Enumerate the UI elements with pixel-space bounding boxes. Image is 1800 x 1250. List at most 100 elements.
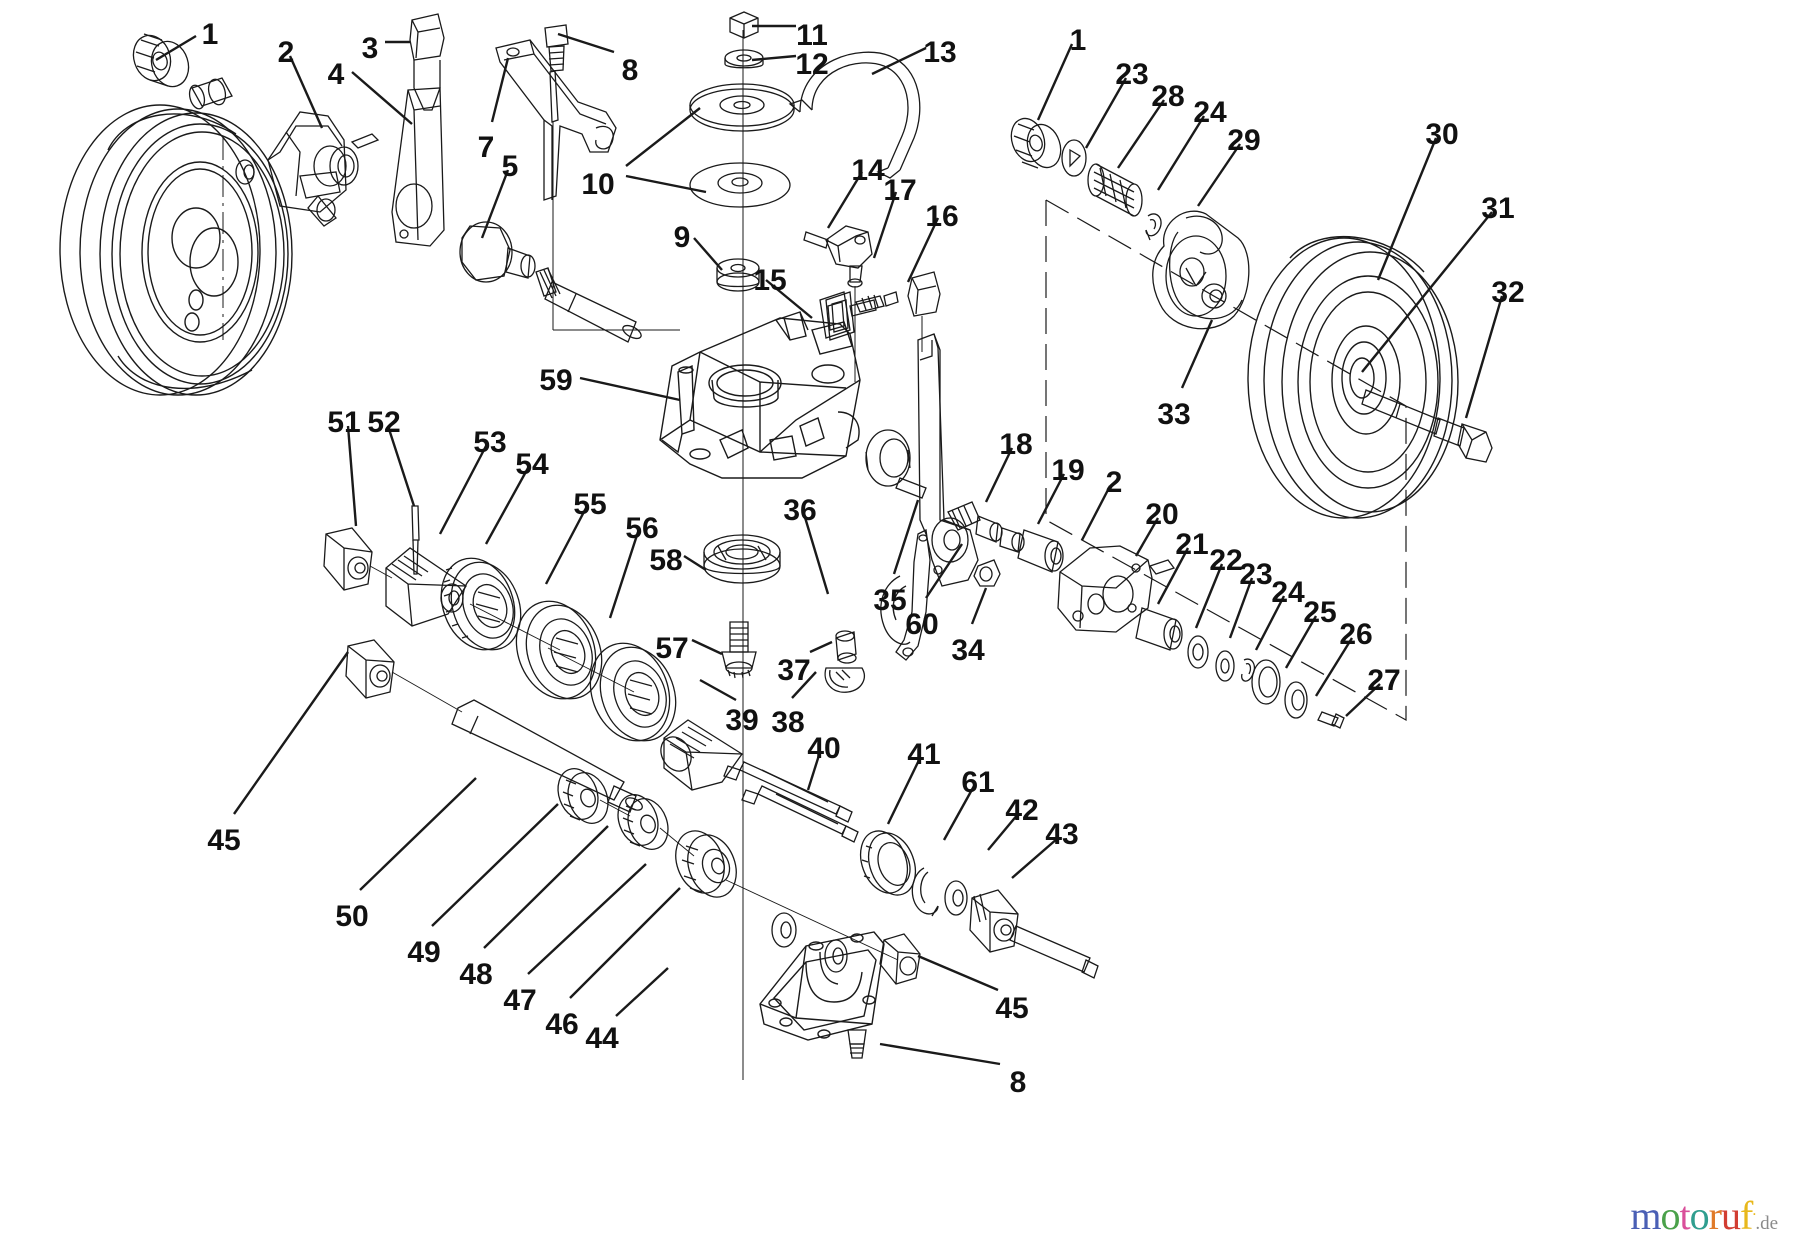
leader-line <box>1036 473 1066 525</box>
callout-30: 30 <box>1376 118 1459 281</box>
callout-number: 2 <box>278 36 295 69</box>
callout-number: 21 <box>1175 528 1208 561</box>
callout-number: 4 <box>328 58 345 91</box>
callout-number: 9 <box>674 221 691 254</box>
watermark-letter: o <box>1660 1193 1681 1238</box>
callout-number: 59 <box>539 364 572 397</box>
leader-line <box>480 169 510 239</box>
screw-8-top <box>544 24 569 123</box>
leader-line <box>699 678 737 702</box>
leader-line <box>1117 99 1165 169</box>
callout-number: 16 <box>925 200 958 233</box>
leader-line <box>483 825 609 949</box>
callout-57: 57 <box>655 632 723 665</box>
callout-number: 28 <box>1151 80 1184 113</box>
callout-number: 46 <box>545 1008 578 1041</box>
oil-pan-44 <box>759 931 885 1041</box>
leader-line <box>1361 211 1493 373</box>
callout-25: 25 <box>1284 596 1337 669</box>
callout-14: 14 <box>826 154 885 229</box>
watermark-letter: u <box>1720 1193 1741 1238</box>
shaft-50 <box>451 699 643 813</box>
leader-line <box>942 785 976 841</box>
leader-line <box>1197 143 1241 207</box>
callout-26: 26 <box>1314 618 1373 697</box>
leader-line <box>579 376 681 402</box>
callout-number: 1 <box>1070 24 1087 57</box>
shaft-18-19 <box>947 501 1064 573</box>
leader-line <box>1464 295 1504 419</box>
leader-line <box>892 499 920 575</box>
gearcase-housing <box>659 311 861 479</box>
clip-38 <box>824 667 865 693</box>
leader-line <box>872 191 898 259</box>
callout-number: 61 <box>961 766 994 799</box>
callout-number: 37 <box>777 654 810 687</box>
gear-56 <box>589 642 677 742</box>
callout-17: 17 <box>872 174 917 259</box>
callout-number: 23 <box>1239 558 1272 591</box>
gear-55 <box>515 600 603 700</box>
leader-line <box>1156 547 1190 605</box>
callout-56: 56 <box>608 512 659 619</box>
leader-line <box>683 554 707 572</box>
leader-line <box>925 543 963 599</box>
callout-29: 29 <box>1197 124 1261 207</box>
callout-number: 56 <box>625 512 658 545</box>
callout-number: 14 <box>851 154 885 187</box>
callout-44: 44 <box>585 967 669 1055</box>
leader-line <box>484 467 530 545</box>
callout-12: 12 <box>751 48 829 81</box>
callout-46: 46 <box>545 887 681 1041</box>
callout-24: 24 <box>1156 96 1227 191</box>
leader-line <box>802 513 830 595</box>
callout-59: 59 <box>539 364 681 402</box>
callout-34: 34 <box>951 587 988 667</box>
callout-number: 22 <box>1209 544 1242 577</box>
belt-13 <box>788 51 921 179</box>
pulley-10-upper <box>689 83 795 132</box>
leader-line <box>691 638 723 656</box>
retainer-23 <box>1061 139 1087 177</box>
gear-49 <box>557 768 609 824</box>
leader-line <box>791 671 817 699</box>
callout-16: 16 <box>906 200 959 283</box>
callout-number: 29 <box>1227 124 1260 157</box>
leader-line <box>608 531 640 619</box>
bearing-41 <box>859 830 917 896</box>
callout-50: 50 <box>335 777 477 933</box>
leader-line <box>826 171 864 229</box>
plate-60 <box>917 333 979 587</box>
leader-line <box>1084 77 1128 149</box>
leader-line <box>917 954 999 992</box>
leader-line <box>490 57 510 123</box>
callout-41: 41 <box>886 738 941 825</box>
leader-line <box>615 967 669 1017</box>
callout-number: 33 <box>1157 398 1190 431</box>
callout-number: 11 <box>796 19 828 52</box>
callout-number: 50 <box>335 900 368 933</box>
callout-1: 1 <box>155 18 218 62</box>
callout-number: 41 <box>907 738 940 771</box>
lever-14 <box>803 225 873 288</box>
bushing-37 <box>835 630 857 664</box>
callout-7: 7 <box>478 57 510 164</box>
callout-number: 17 <box>883 174 916 207</box>
callout-number: 7 <box>478 131 495 164</box>
leader-line <box>1228 577 1254 639</box>
leader-line <box>1036 43 1074 121</box>
leader-line <box>1080 485 1112 541</box>
gear-47 <box>675 830 737 898</box>
callout-40: 40 <box>806 732 841 791</box>
callout-60: 60 <box>905 543 963 641</box>
callout-31: 31 <box>1361 192 1515 373</box>
callout-1b: 1 <box>1036 24 1087 121</box>
callout-number: 30 <box>1425 118 1458 151</box>
nut-11 <box>729 11 759 39</box>
bracket-35-disc <box>865 429 927 499</box>
callout-number: 52 <box>367 406 400 439</box>
callout-number: 12 <box>795 48 828 81</box>
callout-10b <box>625 174 707 194</box>
leader-line <box>765 279 813 319</box>
